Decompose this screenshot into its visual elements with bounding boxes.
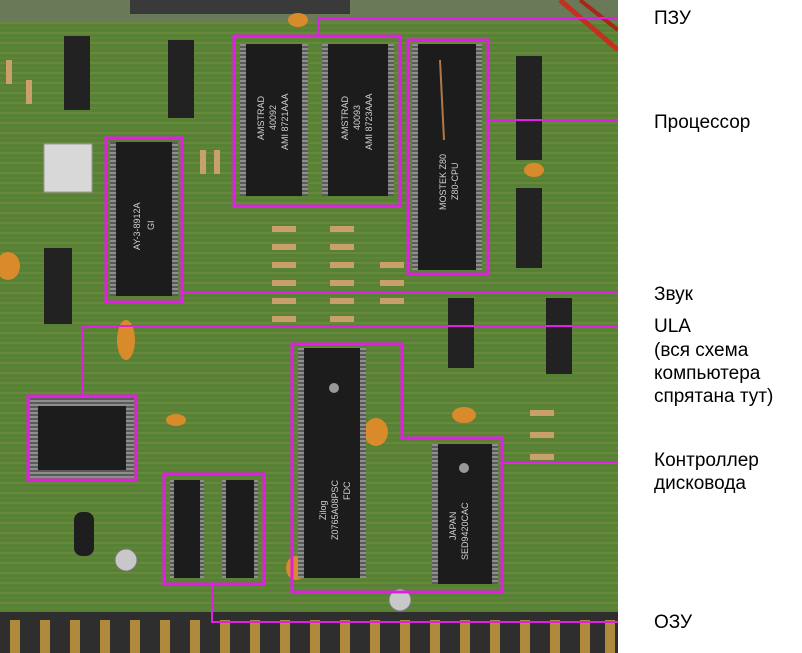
label-sound: Звук	[654, 284, 693, 305]
highlight-boxes	[26, 34, 504, 594]
ula-leader	[81, 325, 618, 396]
ram-leader	[211, 584, 618, 623]
leader-lines	[81, 17, 618, 623]
svg-text:40092: 40092	[268, 105, 278, 130]
svg-text:AMSTRAD: AMSTRAD	[256, 95, 266, 140]
ula-chip	[30, 398, 134, 478]
svg-text:Z80-CPU: Z80-CPU	[450, 162, 460, 200]
rom-chip-2: AMSTRAD 40093 AMI 8723AAA	[322, 44, 394, 196]
svg-text:40093: 40093	[352, 105, 362, 130]
svg-text:Z0765A08PSC: Z0765A08PSC	[330, 479, 340, 540]
svg-text:AMI 8723AAA: AMI 8723AAA	[364, 93, 374, 150]
ram-highlight	[162, 472, 266, 586]
svg-text:GI: GI	[146, 220, 156, 230]
resistors	[6, 60, 554, 460]
label-cpu: Процессор	[654, 112, 751, 133]
label-rom: ПЗУ	[654, 8, 691, 29]
svg-text:AY-3-8912A: AY-3-8912A	[132, 202, 142, 250]
sound-chip: AY-3-8912A GI	[110, 142, 178, 296]
fdc-chip: Zilog Z0765A08PSC FDC	[298, 348, 366, 578]
label-ula-note-2: компьютера	[654, 363, 761, 384]
svg-text:FDC: FDC	[342, 481, 352, 500]
sound-highlight	[104, 136, 184, 304]
label-ula-title: ULA	[654, 316, 691, 337]
capacitors	[0, 13, 544, 580]
ram-chip-1	[170, 480, 204, 578]
svg-text:Zilog: Zilog	[318, 500, 328, 520]
label-ula-note-3: спрятана тут)	[654, 386, 774, 407]
label-ram: ОЗУ	[654, 612, 693, 633]
rom-chip-1: AMSTRAD 40092 AMI 8721AAA	[240, 44, 308, 196]
svg-text:MOSTEK Z80: MOSTEK Z80	[438, 154, 448, 210]
screw	[388, 588, 412, 612]
cpu-chip: MOSTEK Z80 Z80-CPU	[412, 44, 482, 270]
rom-leader	[317, 17, 618, 36]
label-ula-note-1: (вся схема	[654, 340, 749, 361]
svg-text:AMI 8721AAA: AMI 8721AAA	[280, 93, 290, 150]
small-chips	[44, 36, 572, 374]
circuit-board-photo: AMSTRAD 40092 AMI 8721AAA AMSTRAD 40093 …	[0, 0, 618, 653]
fdc-highlight	[290, 342, 504, 594]
fdc-support-chip: JAPAN SED9420CAC	[432, 444, 498, 584]
ram-chip-2	[222, 480, 258, 578]
svg-text:SED9420CAC: SED9420CAC	[460, 502, 470, 560]
svg-text:AMSTRAD: AMSTRAD	[340, 95, 350, 140]
crystal-oscillator	[43, 143, 93, 193]
electrolytic-capacitor	[74, 512, 94, 556]
svg-text:JAPAN: JAPAN	[448, 512, 458, 540]
label-fdc-2: дисковода	[654, 473, 746, 494]
screw	[114, 548, 138, 572]
cpu-highlight	[406, 38, 490, 276]
label-fdc-1: Контроллер	[654, 450, 759, 471]
